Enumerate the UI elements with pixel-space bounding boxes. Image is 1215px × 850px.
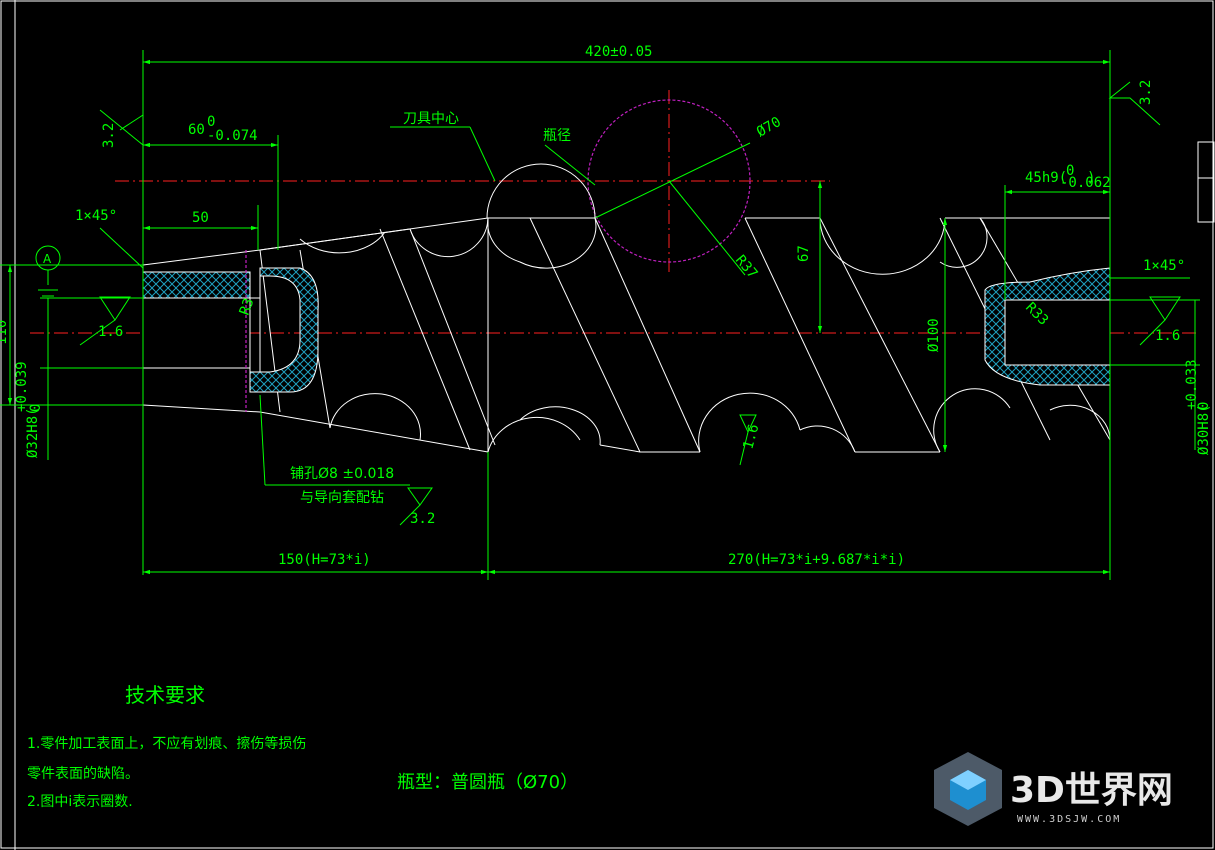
right-hub-section [984, 267, 1111, 386]
dim-right-journal-upper: 0 [1066, 163, 1074, 179]
tech-line-1: 1.零件加工表面上，不应有划痕、擦伤等损伤 [27, 735, 306, 752]
dim-left-bore-tol: +0.039 [14, 361, 30, 412]
dim-pitch-67: 67 [796, 245, 812, 262]
dim-left-50: 50 [192, 210, 209, 226]
dim-chamfer-right: 1×45° [1143, 258, 1185, 274]
dim-left-bore: Ø32H8( [25, 407, 41, 458]
watermark-brand: 3D世界网 [1010, 770, 1173, 811]
dim-right-journal-lower: -0.062 [1060, 175, 1111, 191]
dim-r3: R3 [237, 296, 258, 317]
dim-chamfer-left: 1×45° [75, 208, 117, 224]
r37-leader [668, 180, 746, 276]
dim-right-journal-close: ) [1087, 170, 1095, 186]
bottle-type: 瓶型：普圆瓶（Ø70） [397, 772, 578, 793]
label-pin-hole-1: 铺孔Ø8 ±0.018 [290, 466, 394, 482]
bottle-dia-leader [594, 142, 751, 219]
dim-left-width: 110 [0, 320, 10, 345]
dim-bottom-left: 150(H=73*i) [278, 552, 371, 568]
roughness-symbols [79, 81, 1181, 526]
dim-right-bore-tol0: 0 [1196, 402, 1212, 410]
dim-dia-70: Ø70 [754, 114, 784, 141]
datum-a-triangle [38, 289, 58, 297]
tech-line-3: 2.图中i表示圈数. [27, 794, 133, 810]
roughness-top-left: 3.2 [101, 123, 117, 148]
roughness-mid: 1.6 [740, 422, 762, 451]
dim-left-bore-tol0: 0 [28, 404, 44, 412]
dimensions [0, 50, 1200, 580]
tech-line-2: 零件表面的缺陷。 [27, 766, 139, 782]
left-hub-section [142, 250, 319, 412]
screw-outline [142, 163, 1111, 453]
tech-title: 技术要求 [125, 683, 205, 707]
label-datum-a: A [43, 252, 52, 266]
label-cutter-center: 刀具中心 [403, 111, 459, 127]
watermark-url: WWW.3DSJW.COM [1017, 814, 1121, 825]
dim-dia-100: Ø100 [926, 318, 942, 352]
cube-logo-icon [934, 752, 1002, 826]
title-block-fragment [1197, 141, 1215, 223]
dim-right-bore-tol: +0.033 [1184, 359, 1200, 410]
dim-left-60-lower: -0.074 [207, 128, 258, 144]
dim-left-60: 60 [188, 122, 205, 138]
roughness-left: 1.6 [98, 324, 123, 340]
roughness-right: 1.6 [1155, 328, 1180, 344]
dim-left-60-upper: 0 [207, 114, 215, 130]
dim-right-bore: Ø30H8( [1196, 404, 1212, 455]
label-bottle-diameter: 瓶径 [543, 128, 571, 144]
dim-bottom-right: 270(H=73*i+9.687*i*i) [728, 552, 905, 568]
roughness-top-right: 3.2 [1138, 80, 1154, 105]
label-pin-hole-2: 与导向套配钻 [300, 490, 384, 506]
roughness-pin: 3.2 [410, 511, 435, 527]
bottle-circle [587, 99, 751, 263]
dim-right-journal: 45h9( [1025, 170, 1067, 186]
dim-r37: R37 [732, 252, 761, 282]
dim-overall: 420±0.05 [585, 44, 652, 60]
watermark-logo: 3D世界网 WWW.3DSJW.COM [934, 752, 1173, 826]
